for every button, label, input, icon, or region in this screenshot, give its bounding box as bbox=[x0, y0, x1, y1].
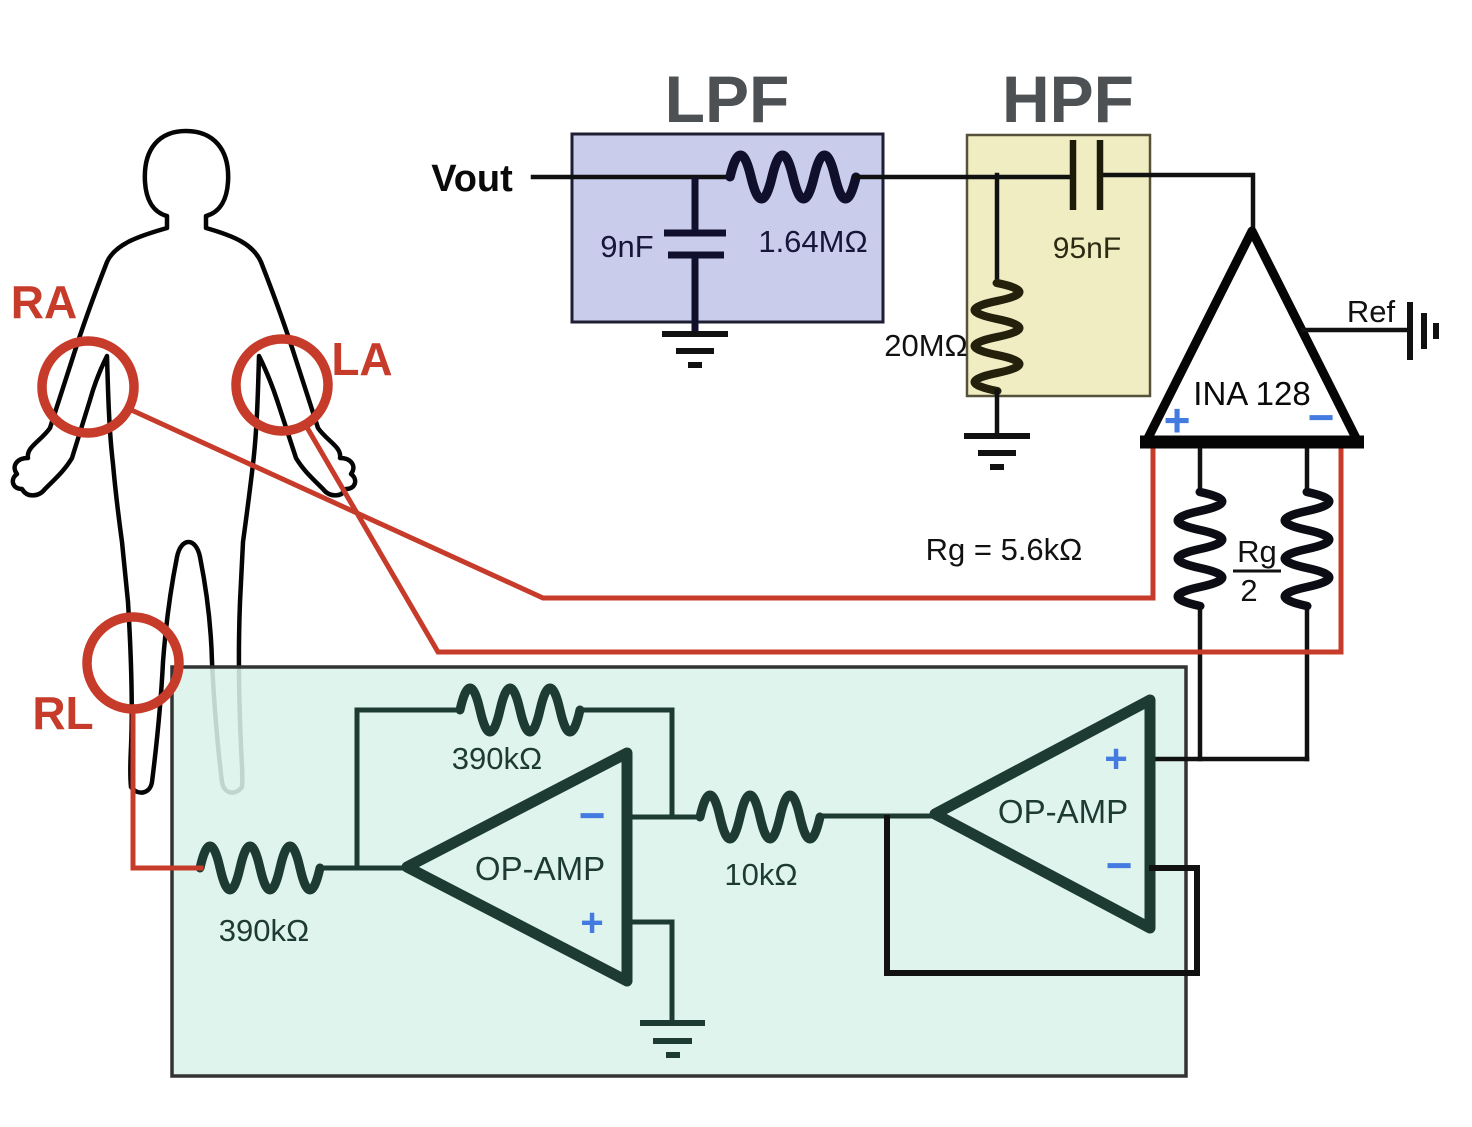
hpf-ground bbox=[964, 433, 1030, 470]
opamp-buffer-label: OP-AMP bbox=[998, 793, 1128, 830]
drl-ground bbox=[640, 1020, 705, 1058]
opamp-inverting bbox=[401, 747, 633, 987]
electrode-ra bbox=[37, 336, 139, 438]
drl-box bbox=[170, 665, 1188, 1078]
ina-minus-sign: − bbox=[1308, 391, 1335, 443]
rg-fraction-numerator: Rg bbox=[1237, 534, 1277, 569]
ina-plus-sign: + bbox=[1164, 394, 1191, 446]
opamp-inverting-label: OP-AMP bbox=[475, 850, 605, 887]
drl-feedback-resistor-value: 390kΩ bbox=[452, 741, 542, 776]
hpf-resistor-value: 20MΩ bbox=[884, 328, 967, 363]
wire-buffer-feedback bbox=[884, 815, 1200, 976]
opamp-buffer bbox=[929, 694, 1156, 934]
lpf-ground bbox=[662, 331, 728, 368]
lpf-title: LPF bbox=[665, 62, 790, 136]
lpf-capacitor-value: 9nF bbox=[600, 229, 653, 264]
rg-resistor-left bbox=[1178, 492, 1222, 606]
hpf-capacitor bbox=[1069, 140, 1104, 210]
rl-label: RL bbox=[32, 687, 93, 739]
drl-input-resistor-value: 390kΩ bbox=[219, 913, 309, 948]
wire-feedback-up bbox=[354, 707, 463, 871]
wire-inv-plus-lead bbox=[626, 919, 675, 1024]
drl-series-resistor-value: 10kΩ bbox=[724, 857, 797, 892]
opamp-buffer-minus: − bbox=[1106, 839, 1133, 891]
la-label: LA bbox=[331, 333, 392, 385]
wire-feedback-down bbox=[577, 707, 675, 820]
ref-label: Ref bbox=[1347, 294, 1396, 329]
lpf-resistor-value: 1.64MΩ bbox=[758, 224, 867, 259]
ref-ground bbox=[1407, 302, 1439, 360]
opamp-buffer-plus: + bbox=[1104, 737, 1127, 781]
wire-rl-to-drl bbox=[130, 706, 204, 871]
hpf-title: HPF bbox=[1002, 62, 1134, 136]
wire-ra-to-ina-plus bbox=[123, 404, 1156, 601]
opamp-inverting-plus: + bbox=[580, 901, 603, 945]
rg-equation-label: Rg = 5.6kΩ bbox=[926, 532, 1083, 567]
rg-fraction-denominator: 2 bbox=[1240, 573, 1257, 608]
wire-la-to-ina-minus bbox=[301, 420, 1344, 655]
opamp-inverting-minus: − bbox=[579, 789, 606, 841]
vout-label: Vout bbox=[431, 158, 513, 200]
ina-label: INA 128 bbox=[1193, 375, 1310, 412]
ra-label: RA bbox=[11, 276, 77, 328]
electrode-rl bbox=[82, 612, 184, 714]
rg-resistor-right bbox=[1285, 492, 1329, 606]
wire-hpf-to-ina bbox=[1097, 172, 1256, 242]
hpf-capacitor-value: 95nF bbox=[1053, 232, 1121, 265]
electrode-la bbox=[231, 334, 333, 436]
